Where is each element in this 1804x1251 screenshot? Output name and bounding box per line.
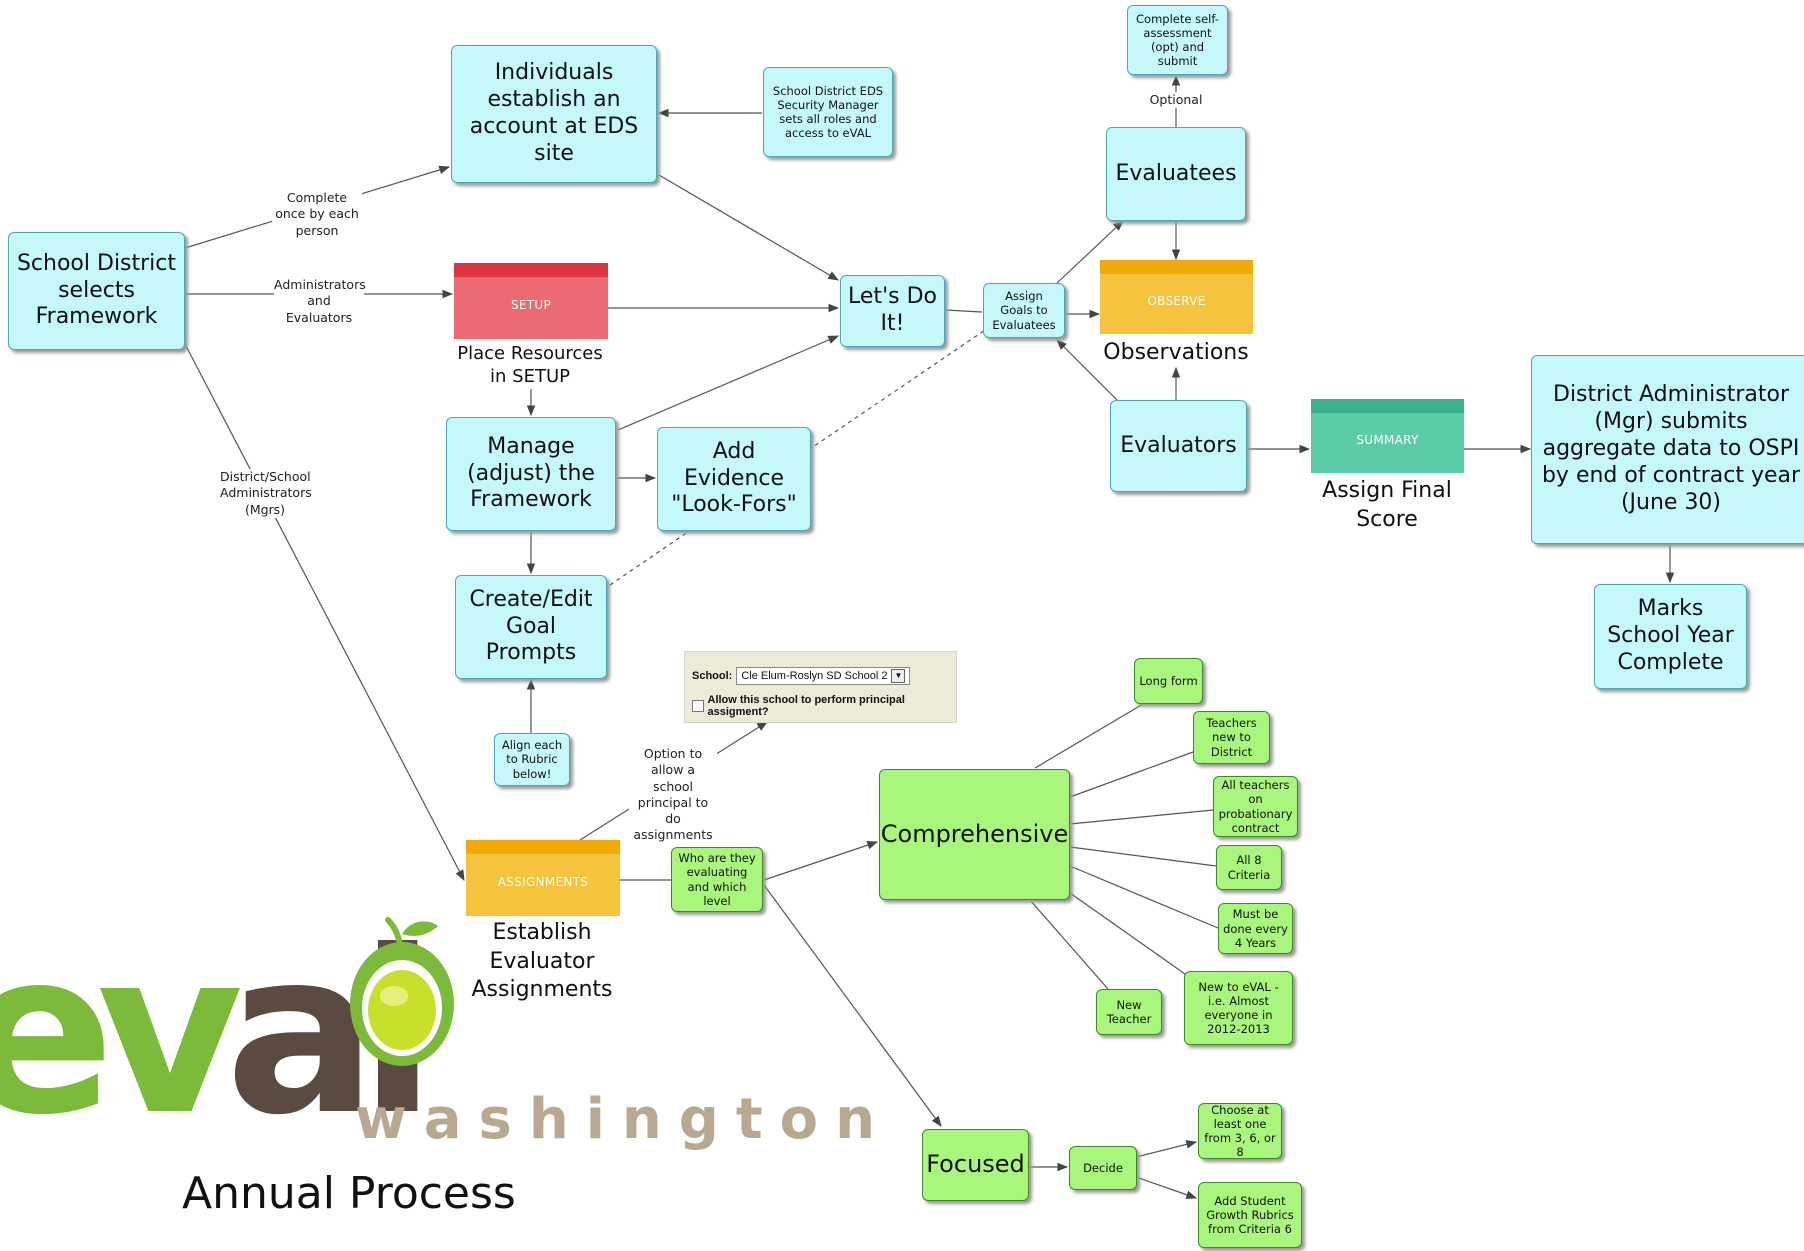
assignments-header[interactable]: ASSIGNMENTS [466, 840, 620, 916]
observe-header-bar [1100, 260, 1253, 274]
lets-do-it-node[interactable]: Let's Do It! [840, 275, 945, 347]
school-select[interactable]: Cle Elum-Roslyn SD School 2 ▼ [736, 667, 911, 685]
setup-caption: Place Resources in SETUP [457, 343, 603, 388]
school-district-node[interactable]: School District selects Framework [8, 232, 185, 350]
setup-header[interactable]: SETUP [454, 263, 608, 339]
eval-logo-washington: washington [355, 1087, 892, 1152]
summary-header[interactable]: SUMMARY [1311, 399, 1464, 473]
assignments-caption: Establish Evaluator Assignments [471, 920, 613, 1003]
edge-comp-newteacher [1029, 899, 1109, 990]
new-to-eval-node[interactable]: New to eVAL - i.e. Almost everyone in 20… [1184, 971, 1293, 1045]
assignments-header-label: ASSIGNMENTS [497, 875, 589, 889]
align-rubric-node[interactable]: Align each to Rubric below! [494, 733, 570, 786]
choose-one-node[interactable]: Choose at least one from 3, 6, or 8 [1198, 1103, 1282, 1159]
admins-evaluators-label: Administrators and Evaluators [274, 277, 366, 326]
edge-individuals-letsdo [658, 174, 839, 281]
edge-comp-every4 [1069, 865, 1219, 929]
edge-comp-all8 [1069, 846, 1217, 867]
who-evaluating-node[interactable]: Who are they evaluating and which level [671, 847, 763, 912]
edge-decide-add [1135, 1176, 1198, 1199]
add-student-node[interactable]: Add Student Growth Rubrics from Criteria… [1198, 1182, 1302, 1248]
new-teacher-node[interactable]: New Teacher [1096, 989, 1162, 1035]
long-form-node[interactable]: Long form [1134, 658, 1203, 704]
assign-goals-node[interactable]: Assign Goals to Evaluatees [983, 283, 1065, 338]
principal-assignment-label: Allow this school to perform principal a… [707, 694, 905, 718]
edge-decide-choose [1135, 1140, 1198, 1158]
probationary-node[interactable]: All teachers on probationary contract [1213, 776, 1298, 837]
eval-logo-ev: ev [0, 903, 243, 1165]
edge-manage-letsdo [617, 335, 839, 431]
edge-comp-probationary [1069, 809, 1214, 825]
observe-header-label: OBSERVE [1147, 294, 1206, 308]
comprehensive-node[interactable]: Comprehensive [879, 769, 1070, 900]
edge-district-assignments [184, 343, 465, 881]
district-admins-label: District/School Administrators (Mgrs) [220, 469, 312, 518]
self-assessment-node[interactable]: Complete self-assessment (opt) and submi… [1127, 5, 1228, 75]
security-manager-node[interactable]: School District EDS Security Manager set… [763, 67, 893, 157]
school-select-value: Cle Elum-Roslyn SD School 2 [741, 670, 888, 682]
option-principal-label: Option to allow a school principal to do… [629, 746, 717, 844]
every4-node[interactable]: Must be done every 4 Years [1218, 903, 1293, 954]
assignments-header-bar [466, 840, 620, 854]
page-title: Annual Process [182, 1168, 516, 1219]
observe-caption: Observations [1103, 340, 1249, 365]
edge-letsdo-assign [944, 309, 983, 313]
school-label: School: [692, 670, 733, 682]
edge-comp-teachersnew [1069, 751, 1194, 798]
apple-icon [350, 917, 454, 1066]
edge-evaluators-assign [1056, 339, 1121, 404]
summary-header-bar [1311, 399, 1464, 413]
marks-complete-node[interactable]: Marks School Year Complete [1594, 584, 1747, 689]
summary-caption: Assign Final Score [1322, 478, 1452, 532]
edge-comp-longform [1034, 703, 1144, 769]
principal-assignment-row: Allow this school to perform principal a… [692, 694, 956, 718]
evaluators-node[interactable]: Evaluators [1110, 400, 1247, 492]
complete-once-label: Complete once by each person [272, 190, 362, 239]
add-evidence-node[interactable]: Add Evidence "Look-Fors" [657, 427, 811, 531]
all8-node[interactable]: All 8 Criteria [1216, 845, 1282, 890]
edge-who-focused [763, 884, 942, 1127]
create-goal-node[interactable]: Create/Edit Goal Prompts [455, 575, 607, 679]
evaluatees-node[interactable]: Evaluatees [1106, 127, 1246, 221]
optional-label: Optional [1146, 92, 1206, 109]
school-select-row: School: Cle Elum-Roslyn SD School 2 ▼ [692, 667, 911, 685]
summary-header-label: SUMMARY [1356, 433, 1419, 447]
principal-assignment-checkbox[interactable] [692, 700, 704, 712]
manage-framework-node[interactable]: Manage (adjust) the Framework [446, 417, 616, 531]
teachers-new-node[interactable]: Teachers new to District [1193, 711, 1270, 764]
setup-header-label: SETUP [510, 298, 552, 312]
focused-node[interactable]: Focused [922, 1129, 1029, 1201]
decide-node[interactable]: Decide [1069, 1146, 1137, 1190]
observe-header[interactable]: OBSERVE [1100, 260, 1253, 334]
edge-comp-neweval [1069, 892, 1186, 975]
chevron-down-icon[interactable]: ▼ [891, 669, 906, 683]
individuals-node[interactable]: Individuals establish an account at EDS … [451, 45, 657, 183]
setup-header-bar [454, 263, 608, 277]
district-admin-node[interactable]: District Administrator (Mgr) submits agg… [1531, 355, 1804, 544]
edge-assign-evaluatees [1056, 220, 1124, 284]
school-settings-panel: School: Cle Elum-Roslyn SD School 2 ▼ Al… [684, 651, 957, 723]
edge-who-comprehensive [763, 841, 879, 881]
